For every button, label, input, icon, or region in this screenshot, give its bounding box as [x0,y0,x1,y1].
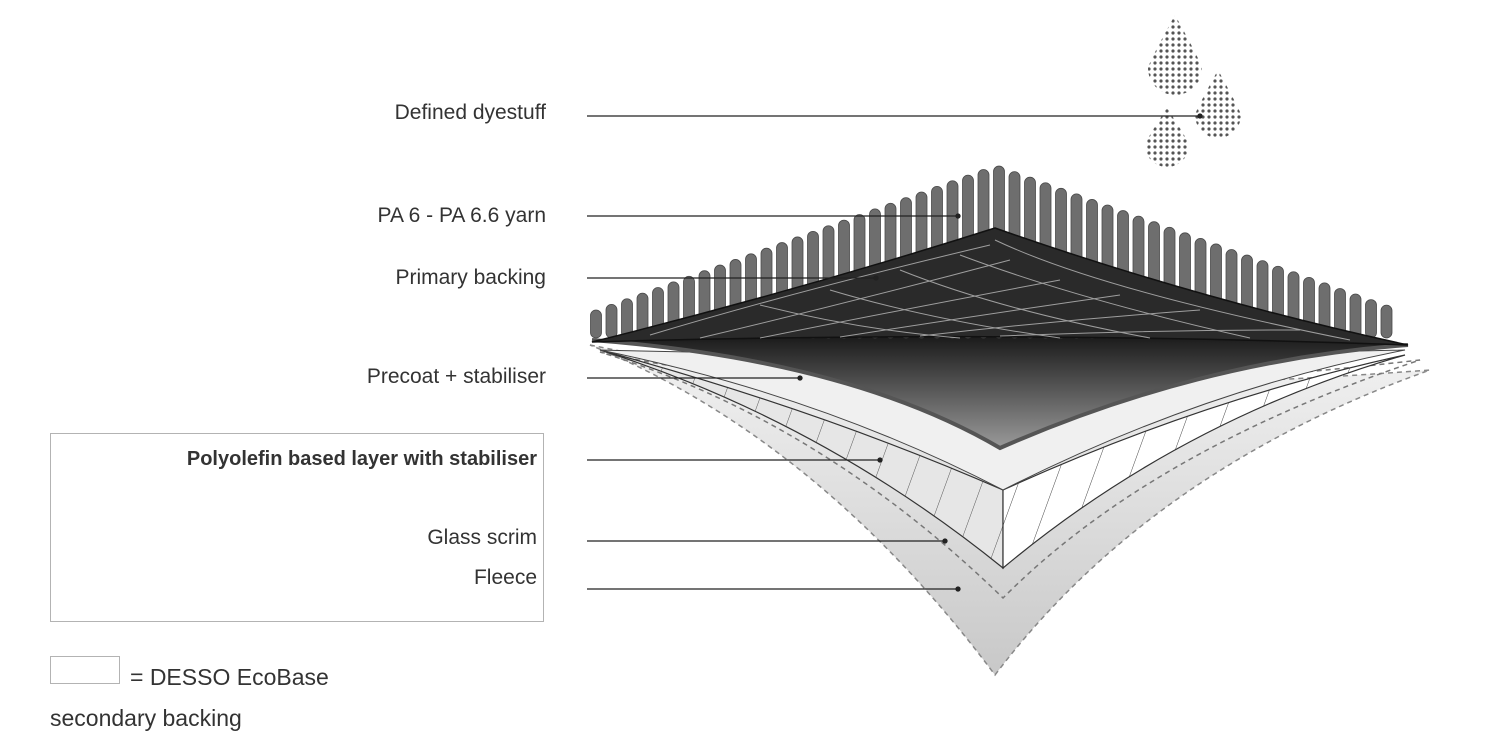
primary-backing-weave [649,239,1351,341]
label-primary-backing: Primary backing [395,266,546,289]
yarn-tuft [1365,299,1377,339]
droplet-icon [1148,15,1202,95]
yarn-tuft [590,309,602,339]
leader-lines [587,113,1203,592]
polyolefin-hatch-right [1003,355,1405,568]
droplet-icon [1195,70,1241,138]
yarn-tuft [605,303,618,339]
yarn-tuft [1349,293,1362,339]
label-yarn: PA 6 - PA 6.6 yarn [377,204,546,227]
label-glass-scrim: Glass scrim [427,526,537,549]
ecobase-highlight-box [50,433,544,622]
legend-swatch [50,656,120,684]
label-precoat: Precoat + stabiliser [366,365,546,388]
precoat-edge [591,338,1409,451]
label-polyolefin-layer: Polyolefin based layer with stabiliser [186,448,537,470]
legend-text: = DESSO EcoBase [130,664,329,690]
droplet-icon [1145,108,1189,167]
label-defined-dyestuff: Defined dyestuff [394,101,546,124]
yarn-tuft [1380,304,1393,339]
primary-backing [591,227,1409,346]
legend-text-secondary: secondary backing [50,705,242,731]
polyolefin-hatch-left [600,350,1003,568]
label-fleece: Fleece [473,566,537,589]
